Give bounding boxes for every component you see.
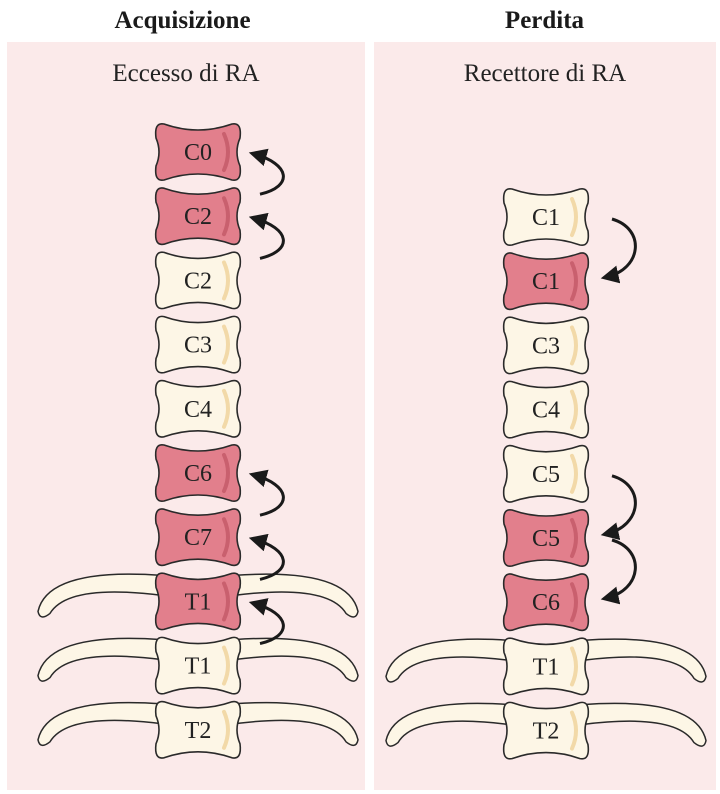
vertebra-label: C2 — [184, 268, 212, 294]
rib-left-1-7 — [386, 639, 510, 682]
vertebra: T2 — [504, 702, 589, 758]
shift-arrow-up — [254, 539, 283, 579]
vertebra-label: C5 — [532, 462, 560, 488]
rib-left-0-8 — [38, 638, 162, 681]
vertebra: C0 — [156, 124, 241, 180]
vertebra-label: C0 — [184, 140, 212, 166]
vertebra-label: C1 — [532, 205, 560, 231]
vertebra: T1 — [156, 573, 241, 629]
rib-right-0-8 — [234, 638, 358, 681]
rib-left-0-7 — [38, 574, 162, 617]
vertebra: C1 — [504, 189, 589, 245]
vertebra: C1 — [504, 253, 589, 309]
vertebra-label: C5 — [532, 526, 560, 552]
vertebra: C5 — [504, 510, 589, 566]
vertebra: C6 — [504, 574, 589, 630]
rib-right-0-7 — [234, 574, 358, 617]
vertebra-label: T1 — [185, 654, 212, 680]
vertebra-label: C7 — [184, 525, 212, 551]
vertebra-label: T1 — [185, 589, 212, 615]
shift-arrow-down — [606, 219, 635, 277]
vertebra: C4 — [504, 381, 589, 437]
rib-left-0-9 — [38, 703, 162, 746]
vertebra: C2 — [156, 188, 241, 244]
vertebra: C2 — [156, 252, 241, 308]
vertebra: C4 — [156, 381, 241, 437]
vertebra: C3 — [156, 316, 241, 372]
vertebra-label: C4 — [184, 397, 212, 423]
vertebra: T1 — [156, 637, 241, 693]
vertebra: T2 — [156, 702, 241, 758]
vertebra-label: C3 — [184, 333, 212, 359]
shift-arrow-up — [254, 475, 283, 515]
vertebra-label: T2 — [185, 718, 212, 744]
vertebra-label: C1 — [532, 269, 560, 295]
shift-arrow-up — [254, 218, 283, 258]
rib-right-1-7 — [582, 639, 706, 682]
shift-arrow-down — [606, 540, 635, 598]
vertebra: C6 — [156, 445, 241, 501]
vertebra: C3 — [504, 317, 589, 373]
vertebra-label: C6 — [532, 590, 560, 616]
shift-arrow-down — [606, 476, 635, 534]
vertebra: T1 — [504, 638, 589, 694]
vertebra-label: C3 — [532, 333, 560, 359]
rib-right-0-9 — [234, 703, 358, 746]
vertebra: C5 — [504, 446, 589, 502]
rib-right-1-8 — [582, 703, 706, 746]
shift-arrow-up — [254, 603, 283, 643]
vertebra-label: T2 — [533, 719, 560, 745]
vertebra-label: C4 — [532, 398, 560, 424]
vertebra: C7 — [156, 509, 241, 565]
shift-arrow-up — [254, 154, 283, 194]
vertebra-label: C6 — [184, 461, 212, 487]
vertebra-label: C2 — [184, 204, 212, 230]
rib-left-1-8 — [386, 703, 510, 746]
vertebra-label: T1 — [533, 654, 560, 680]
